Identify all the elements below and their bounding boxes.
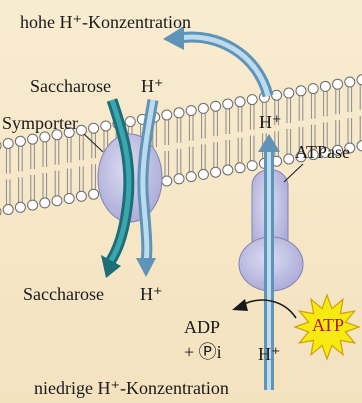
lipid-head xyxy=(40,198,50,208)
lipid-head xyxy=(89,189,99,199)
lipid-head xyxy=(28,200,38,210)
lipid-head xyxy=(235,97,245,107)
saccharose-top-label: Saccharose xyxy=(30,77,111,95)
lipid-head xyxy=(101,121,111,131)
lipid-head xyxy=(89,123,99,133)
lipid-head xyxy=(247,161,257,171)
lipid-head xyxy=(162,110,172,120)
lipid-head xyxy=(186,106,196,116)
lipid-head xyxy=(308,84,318,94)
lipid-head xyxy=(320,81,330,91)
lipid-head xyxy=(28,134,38,144)
atpase-label: ATPase xyxy=(295,143,350,161)
lipid-head xyxy=(76,191,86,201)
proton-top-label: H⁺ xyxy=(141,77,164,95)
lipid-head xyxy=(223,165,233,175)
low-concentration-label: niedrige H⁺-Konzentration xyxy=(34,379,229,397)
adp-label: ADP xyxy=(184,318,220,336)
proton-bottom-label: H⁺ xyxy=(140,285,163,303)
lipid-head xyxy=(198,103,208,113)
phosphate-label: + Ⓟi xyxy=(184,343,222,361)
lipid-head xyxy=(52,196,62,206)
lipid-head xyxy=(333,79,343,89)
saccharose-bottom-label: Saccharose xyxy=(23,285,104,303)
lipid-head xyxy=(284,88,294,98)
proton-atp-label: H⁺ xyxy=(258,345,281,363)
lipid-head xyxy=(125,117,135,127)
lipid-head xyxy=(198,169,208,179)
lipid-head xyxy=(211,167,221,177)
lipid-head xyxy=(211,101,221,111)
lipid-head xyxy=(174,108,184,118)
lipid-head xyxy=(284,154,294,164)
lipid-head xyxy=(40,132,50,142)
lipid-head xyxy=(3,139,13,149)
lipid-head xyxy=(296,86,306,96)
lipid-head xyxy=(223,99,233,109)
lipid-head xyxy=(247,95,257,105)
lipid-head xyxy=(15,136,25,146)
lipid-head xyxy=(186,172,196,182)
lipid-head xyxy=(174,174,184,184)
symporter-label: Symporter xyxy=(2,114,78,132)
lipid-head xyxy=(235,163,245,173)
high-concentration-label: hohe H⁺-Konzentration xyxy=(20,13,191,31)
lipid-head xyxy=(3,205,13,215)
lipid-head xyxy=(162,176,172,186)
lipid-head xyxy=(64,194,74,204)
proton-pump-label: H⁺ xyxy=(259,113,282,131)
lipid-head xyxy=(345,77,355,87)
lipid-head xyxy=(15,202,25,212)
lipid-head xyxy=(272,90,282,100)
atp-label: ATP xyxy=(312,316,344,334)
